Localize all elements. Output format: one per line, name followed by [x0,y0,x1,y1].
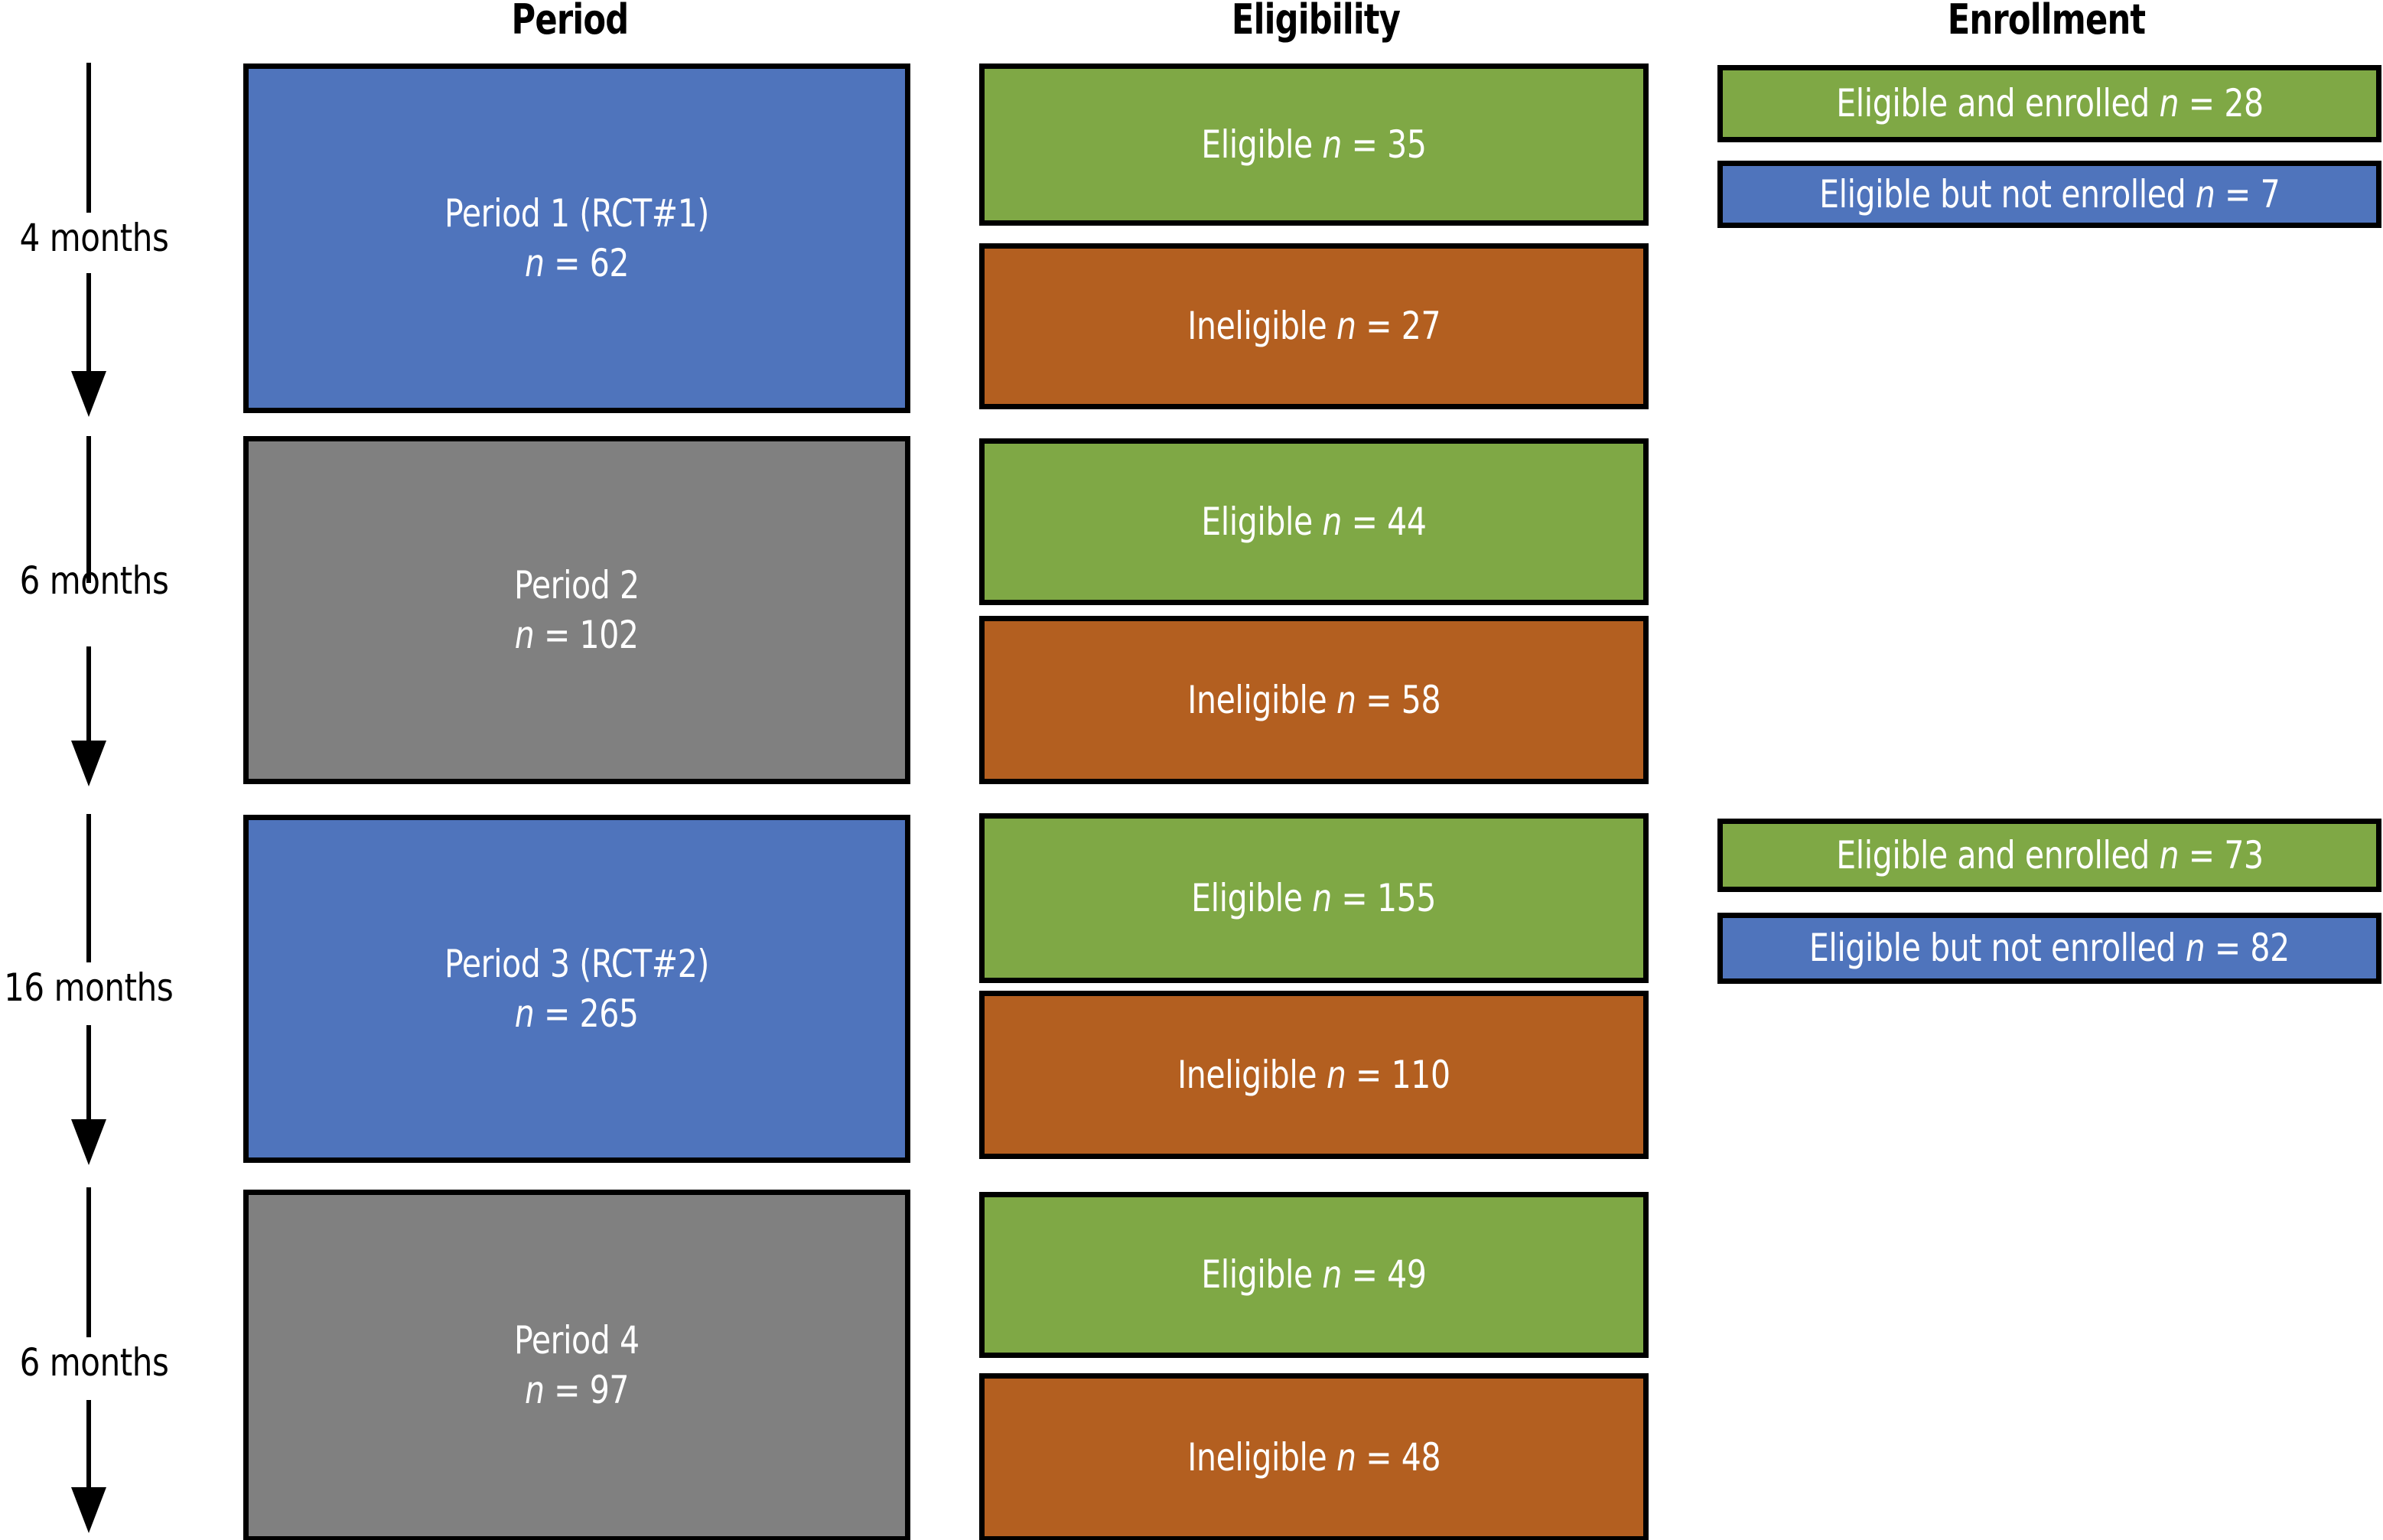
arrow-head-icon [71,1487,106,1533]
eligible-box-3[interactable]: Eligible n = 155 [979,813,1649,983]
not-enrolled-box-3[interactable]: Eligible but not enrolled n = 82 [1717,913,2381,984]
eligible-box-2[interactable]: Eligible n = 44 [979,438,1649,605]
timeline-label-3: 16 months [4,965,174,1010]
column-header-period: Period [511,0,630,44]
period-stat: n = 62 [524,240,630,285]
period-stat: n = 97 [524,1368,630,1412]
column-header-eligibility: Eligibility [1231,0,1401,44]
timeline-label-1: 4 months [19,216,169,260]
arrow-head-icon [71,1119,106,1165]
period-box-3[interactable]: Period 3 (RCT#2) n = 265 [243,815,910,1163]
period-stat: n = 265 [515,991,639,1036]
arrow-line-upper [86,1187,91,1337]
arrow-line-upper [86,436,91,583]
enrolled-box-3[interactable]: Eligible and enrolled n = 73 [1717,819,2381,892]
timeline-label-4: 6 months [19,1340,169,1385]
arrow-line-lower [86,646,91,746]
ineligible-box-3[interactable]: Ineligible n = 110 [979,991,1649,1159]
enrolled-stat: Eligible and enrolled n = 28 [1835,81,2264,125]
period-box-1[interactable]: Period 1 (RCT#1) n = 62 [243,63,910,413]
ineligible-box-4[interactable]: Ineligible n = 48 [979,1373,1649,1540]
arrow-line-lower [86,273,91,376]
timeline-label-2: 6 months [19,558,169,603]
arrow-head-icon [71,371,106,417]
period-title: Period 3 (RCT#2) [444,941,709,986]
period-title: Period 2 [514,562,640,607]
arrow-line-upper [86,814,91,962]
eligible-stat: Eligible n = 49 [1201,1252,1427,1297]
arrow-line-lower [86,1400,91,1492]
period-box-2[interactable]: Period 2 n = 102 [243,436,910,784]
ineligible-stat: Ineligible n = 58 [1187,677,1441,722]
period-title: Period 4 [514,1318,640,1363]
eligible-box-1[interactable]: Eligible n = 35 [979,63,1649,226]
enrolled-stat: Eligible and enrolled n = 73 [1835,832,2264,877]
ineligible-box-1[interactable]: Ineligible n = 27 [979,243,1649,409]
ineligible-stat: Ineligible n = 27 [1187,304,1441,348]
eligible-stat: Eligible n = 155 [1191,875,1437,920]
arrow-head-icon [71,741,106,786]
eligible-stat: Eligible n = 35 [1201,122,1427,167]
column-header-enrollment: Enrollment [1947,0,2146,44]
arrow-line-upper [86,63,91,213]
not-enrolled-stat: Eligible but not enrolled n = 7 [1818,171,2280,217]
eligible-stat: Eligible n = 44 [1201,499,1427,544]
ineligible-stat: Ineligible n = 110 [1177,1052,1450,1097]
ineligible-stat: Ineligible n = 48 [1187,1434,1441,1480]
ineligible-box-2[interactable]: Ineligible n = 58 [979,616,1649,784]
period-stat: n = 102 [515,612,639,657]
period-title: Period 1 (RCT#1) [444,190,709,236]
eligible-box-4[interactable]: Eligible n = 49 [979,1192,1649,1358]
arrow-line-lower [86,1025,91,1125]
not-enrolled-stat: Eligible but not enrolled n = 82 [1809,926,2290,970]
not-enrolled-box-1[interactable]: Eligible but not enrolled n = 7 [1717,161,2381,228]
enrolled-box-1[interactable]: Eligible and enrolled n = 28 [1717,65,2381,142]
period-box-4[interactable]: Period 4 n = 97 [243,1190,910,1540]
